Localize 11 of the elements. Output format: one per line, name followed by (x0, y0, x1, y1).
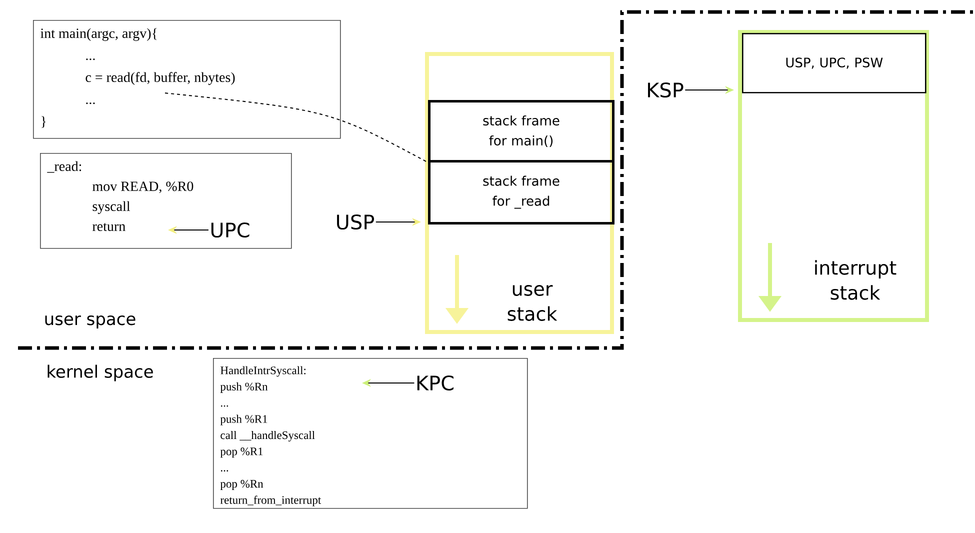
pointer-label: KSP (648, 82, 684, 98)
region-label: kernel space (48, 364, 153, 382)
code-box: int main(argc, argv){ ... c = read(fd, buffer, nbytes) ... } (33, 20, 341, 139)
region-label: user space (45, 315, 136, 329)
stack-frame: stack frame for main() (428, 100, 614, 162)
stack-frame: USP, UPC, PSW (742, 33, 926, 94)
stack-frame: stack frame for _read (428, 160, 614, 224)
pointer-label: UPC (211, 222, 250, 238)
pointer-label: USP (337, 214, 374, 230)
dotted-line (164, 92, 428, 163)
pointer-label: KPC (417, 375, 454, 391)
